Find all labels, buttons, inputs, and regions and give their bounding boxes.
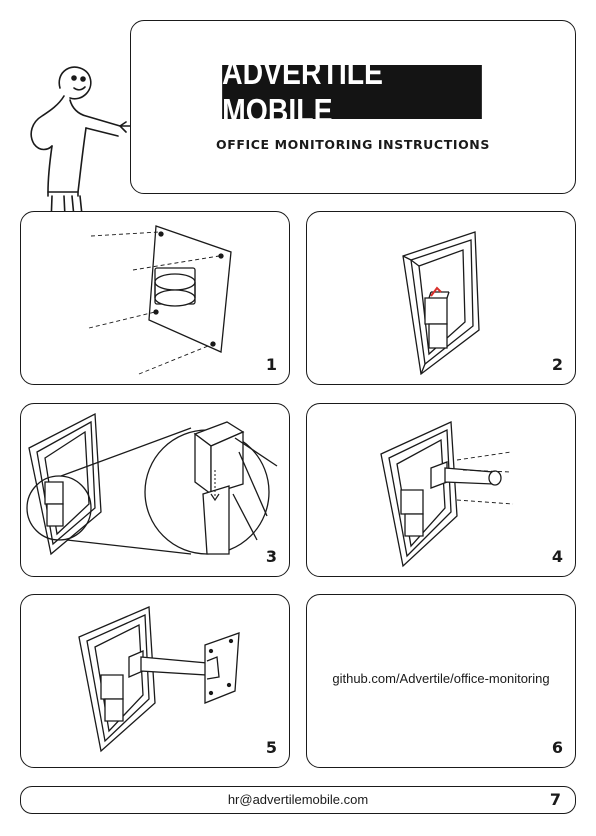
brand-logo: ADVERTILE MOBILE: [222, 65, 482, 119]
repository-link[interactable]: github.com/Advertile/office-monitoring: [307, 671, 575, 686]
step-2-panel: 2: [306, 211, 576, 385]
page-number: 7: [550, 790, 561, 809]
step-1-panel: 1: [20, 211, 290, 385]
step-6-panel: github.com/Advertile/office-monitoring 6: [306, 594, 576, 768]
arm-attach-illustration: [307, 404, 577, 578]
step-3-number: 3: [266, 547, 277, 566]
clip-detail-illustration: [21, 404, 291, 578]
step-5-number: 5: [266, 738, 277, 757]
step-4-panel: 4: [306, 403, 576, 577]
step-2-number: 2: [552, 355, 563, 374]
wall-plate-illustration: [21, 212, 291, 386]
step-4-number: 4: [552, 547, 563, 566]
footer-bar: hr@advertilemobile.com 7: [20, 786, 576, 814]
monitor-clip-illustration: [307, 212, 577, 386]
contact-email[interactable]: hr@advertilemobile.com: [21, 792, 575, 807]
step-5-panel: 5: [20, 594, 290, 768]
step-1-number: 1: [266, 355, 277, 374]
mounted-arm-illustration: [21, 595, 291, 769]
step-6-number: 6: [552, 738, 563, 757]
header-panel: ADVERTILE MOBILE OFFICE MONITORING INSTR…: [130, 20, 576, 194]
step-3-panel: 3: [20, 403, 290, 577]
page-subtitle: OFFICE MONITORING INSTRUCTIONS: [131, 137, 575, 152]
